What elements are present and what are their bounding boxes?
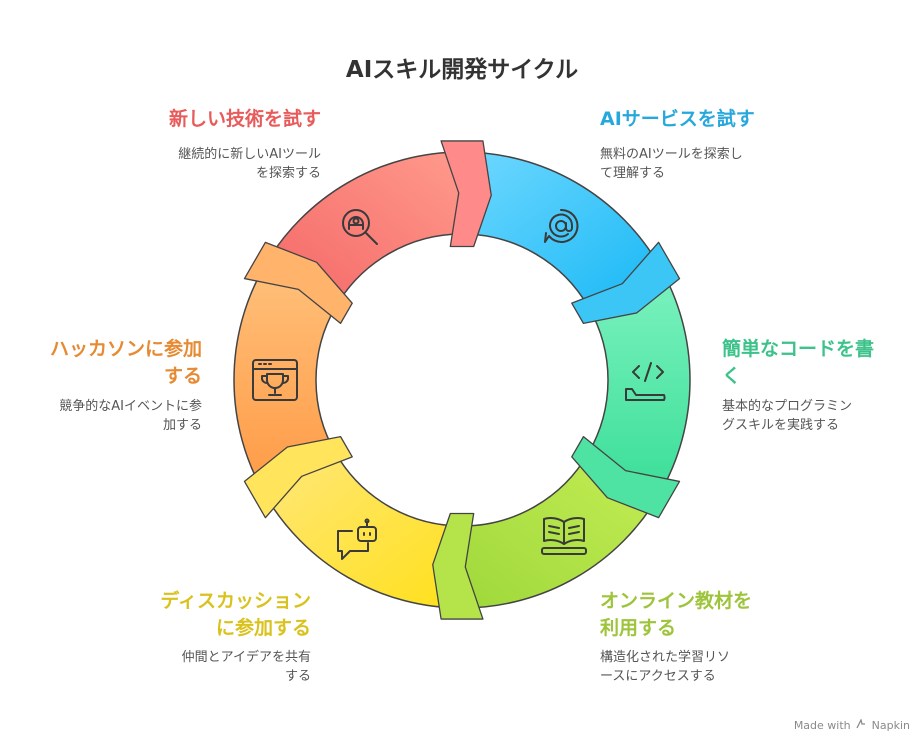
- napkin-logo-icon: [856, 719, 866, 729]
- ring-connector-yellow-orange: [243, 435, 353, 519]
- section-title-simple-code: 簡単なコードを書 く: [722, 338, 875, 387]
- section-desc-new-tech: 継続的に新しいAIツール を探索する: [178, 147, 321, 181]
- ring-connector-lime-yellow: [432, 512, 484, 620]
- ring-connector-red-blue: [440, 140, 492, 248]
- search-robot-icon: [342, 209, 378, 245]
- ring-connector-orange-red: [243, 241, 353, 325]
- at-sign-chat-icon: [544, 208, 579, 243]
- page-title: AIスキル開発サイクル: [345, 57, 579, 83]
- chat-bot-icon: [337, 518, 377, 560]
- section-desc-ai-services: 無料のAIツールを探索し て理解する: [600, 147, 743, 181]
- trophy-window-icon: [252, 359, 298, 401]
- open-book-icon: [541, 517, 587, 555]
- section-title-new-tech: 新しい技術を試す: [168, 108, 321, 130]
- section-desc-simple-code: 基本的なプログラミン グスキルを実践する: [722, 399, 853, 433]
- ring-connector-green-lime: [571, 435, 681, 519]
- section-title-hackathon: ハッカソンに参加 する: [49, 338, 202, 387]
- section-title-discussion: ディスカッション に参加する: [160, 590, 311, 639]
- code-icon: [625, 362, 666, 401]
- ring-connector-blue-green: [571, 241, 681, 325]
- section-title-ai-services: AIサービスを試す: [600, 108, 755, 130]
- section-title-online-materials: オンライン教材を 利用する: [600, 590, 753, 639]
- footer-credit: Made with Napkin: [793, 719, 910, 732]
- section-desc-hackathon: 競争的なAIイベントに参 加する: [59, 399, 202, 433]
- section-desc-discussion: 仲間とアイデアを共有 する: [181, 650, 311, 684]
- section-desc-online-materials: 構造化された学習リソ ースにアクセスする: [600, 650, 731, 684]
